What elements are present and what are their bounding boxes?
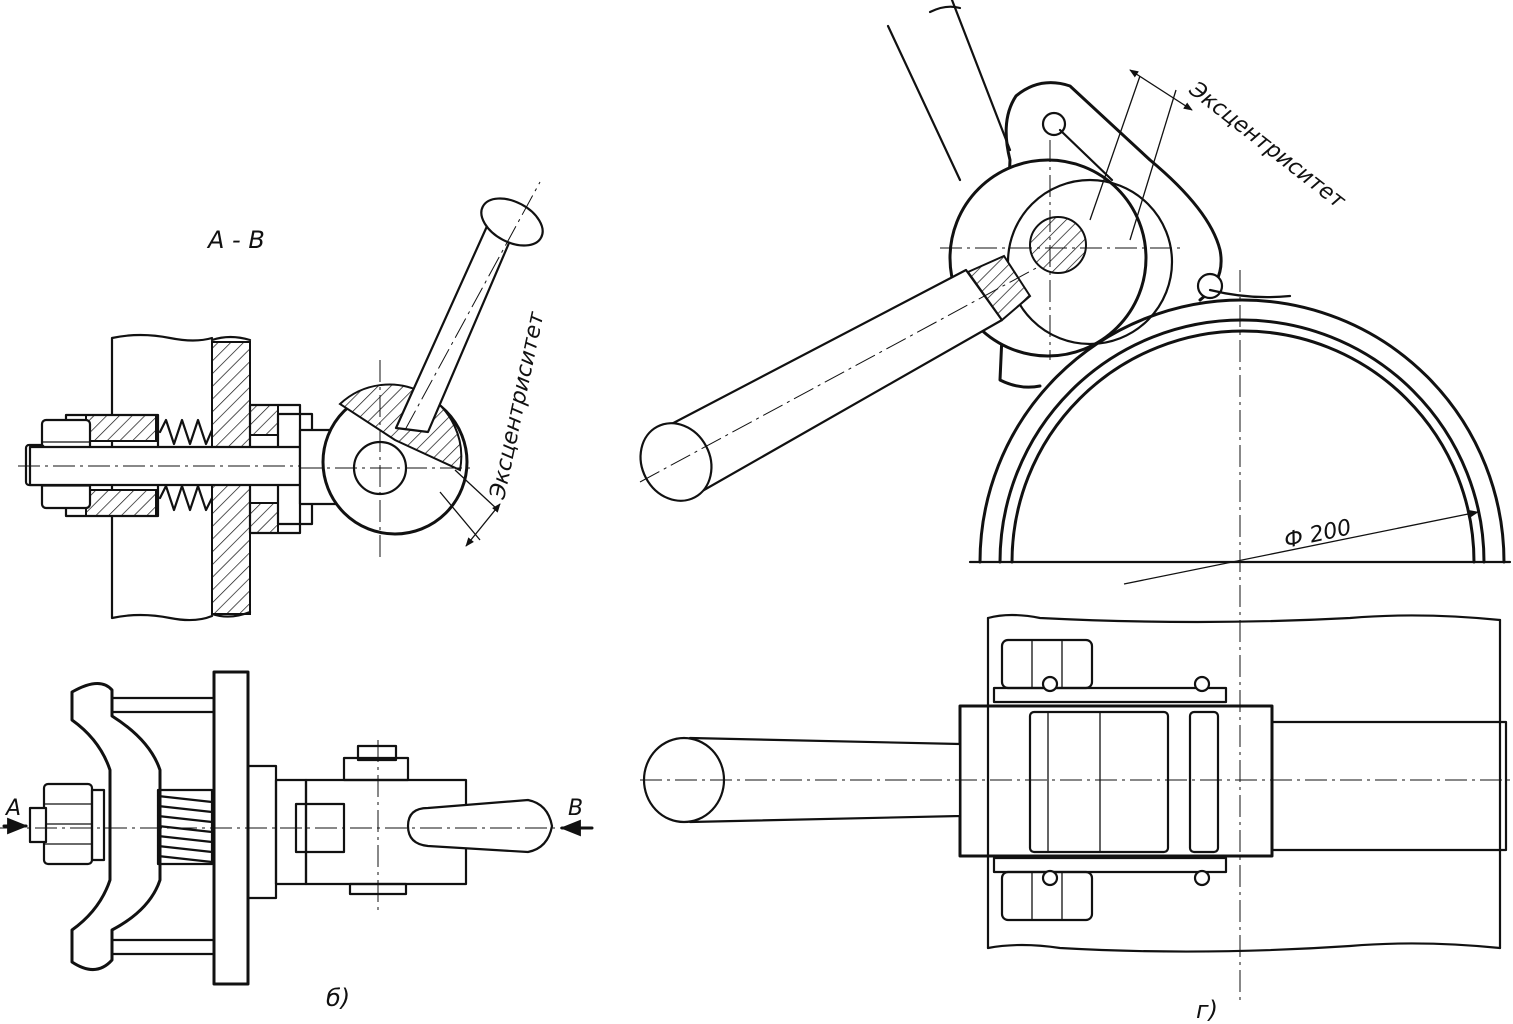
section-view-a-b: А - В [18,181,550,622]
handwheel-profile [70,682,162,971]
arrow-a-label: А [4,796,21,821]
figure-label-b: б) [326,984,350,1012]
view-b: А В б) [0,670,594,1012]
arrow-b-label: В [568,796,583,821]
cam-handle-view-b [406,798,554,854]
eccentricity-label-right: Эксцентриситет [1184,76,1351,214]
spring-view-b [156,794,214,864]
compression-spring [158,418,214,512]
view-g: г) [640,613,1510,1024]
figure-label-g: г) [1196,996,1218,1024]
section-label: А - В [206,226,265,254]
cam-handle-left [394,181,544,434]
clamp-body [958,704,1274,858]
diameter-label: Ф 200 [1282,515,1354,554]
clamp-ring [978,298,1506,564]
cam-handle-right [639,254,1041,502]
eccentricity-label-left: Эксцентриситет [485,309,549,502]
